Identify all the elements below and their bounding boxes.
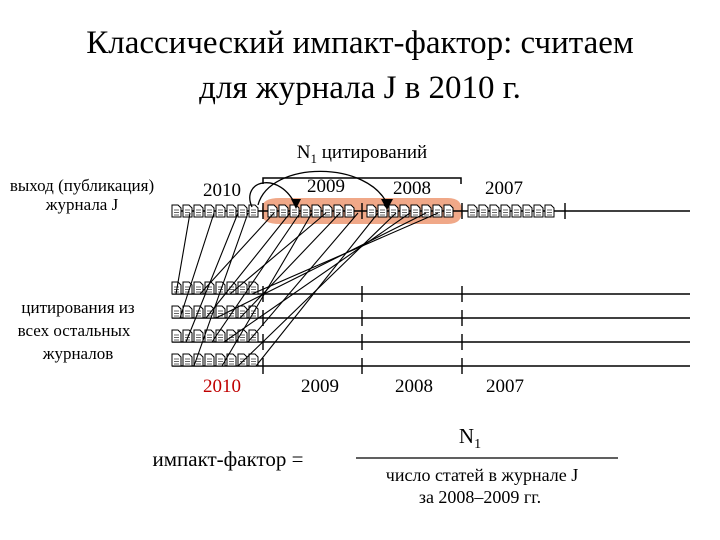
others-label-line-1: цитирования из	[21, 298, 134, 317]
article-icon	[204, 204, 215, 218]
article-icon	[300, 204, 311, 218]
article-icon	[182, 204, 193, 218]
article-icon	[377, 204, 388, 218]
article-icon	[322, 204, 333, 218]
article-icon	[182, 353, 193, 367]
article-icon	[215, 329, 226, 343]
article-icon	[226, 353, 237, 367]
others-label-line-2: всех остальных	[18, 321, 131, 340]
article-icon	[399, 204, 410, 218]
article-icon	[432, 204, 443, 218]
article-icon	[289, 204, 300, 218]
article-icon	[278, 204, 289, 218]
bottom-year-2010: 2010	[203, 376, 241, 397]
article-icon	[311, 204, 322, 218]
bottom-year-2009: 2009	[301, 376, 339, 397]
article-icon	[193, 281, 204, 295]
title-line-1: Классический импакт-фактор: считаем	[86, 25, 634, 61]
article-icon	[171, 204, 182, 218]
denominator-line-1: число статей в журнале J	[386, 465, 578, 485]
article-icon	[489, 204, 500, 218]
article-icon	[344, 204, 355, 218]
article-icon	[478, 204, 489, 218]
article-icon	[226, 204, 237, 218]
article-icon	[193, 204, 204, 218]
article-icon	[248, 353, 259, 367]
top-year-2008: 2008	[393, 178, 431, 199]
article-icon	[171, 353, 182, 367]
arc-2010-to-2009	[249, 182, 297, 208]
article-icon	[533, 204, 544, 218]
citation-lines	[175, 212, 439, 367]
bottom-year-2008: 2008	[395, 376, 433, 397]
article-icon	[267, 204, 278, 218]
arrowhead-2008	[381, 199, 393, 210]
article-icon	[226, 329, 237, 343]
bottom-year-2007: 2007	[486, 376, 524, 397]
article-icon	[182, 281, 193, 295]
article-icon	[237, 353, 248, 367]
article-icon	[248, 204, 259, 218]
arrowhead-2009	[291, 199, 301, 209]
article-icon	[204, 353, 215, 367]
title-line-2: для журнала J в 2010 г.	[199, 70, 521, 106]
formula-left: импакт-фактор =	[152, 447, 303, 471]
article-icon	[193, 329, 204, 343]
article-icon	[443, 204, 454, 218]
denominator-line-2: за 2008–2009 гг.	[419, 487, 541, 507]
citations-bracket	[262, 177, 462, 184]
top-year-2009: 2009	[307, 176, 345, 197]
article-icon	[522, 204, 533, 218]
journal-label-line-1: выход (публикация)	[10, 176, 154, 195]
article-icon	[171, 329, 182, 343]
article-icon	[193, 353, 204, 367]
article-icon	[500, 204, 511, 218]
article-icon	[366, 204, 377, 218]
article-icon	[333, 204, 344, 218]
top-year-2007: 2007	[485, 178, 523, 199]
article-icon	[544, 204, 555, 218]
article-icon	[511, 204, 522, 218]
article-icon	[182, 305, 193, 319]
article-icon	[204, 281, 215, 295]
citations-label: N1 цитирований	[297, 142, 427, 166]
arc-2010-to-2008	[257, 170, 389, 207]
article-icon	[237, 204, 248, 218]
article-icon	[410, 204, 421, 218]
article-icon	[171, 305, 182, 319]
formula-numerator: N1	[459, 424, 481, 452]
article-icon	[467, 204, 478, 218]
others-label-line-3: журналов	[42, 344, 114, 363]
article-icon	[204, 329, 215, 343]
article-icon	[215, 204, 226, 218]
journal-label-line-2: журнала J	[45, 195, 119, 214]
top-year-2010: 2010	[203, 180, 241, 201]
self-citation-arcs	[249, 170, 389, 208]
article-icon	[421, 204, 432, 218]
